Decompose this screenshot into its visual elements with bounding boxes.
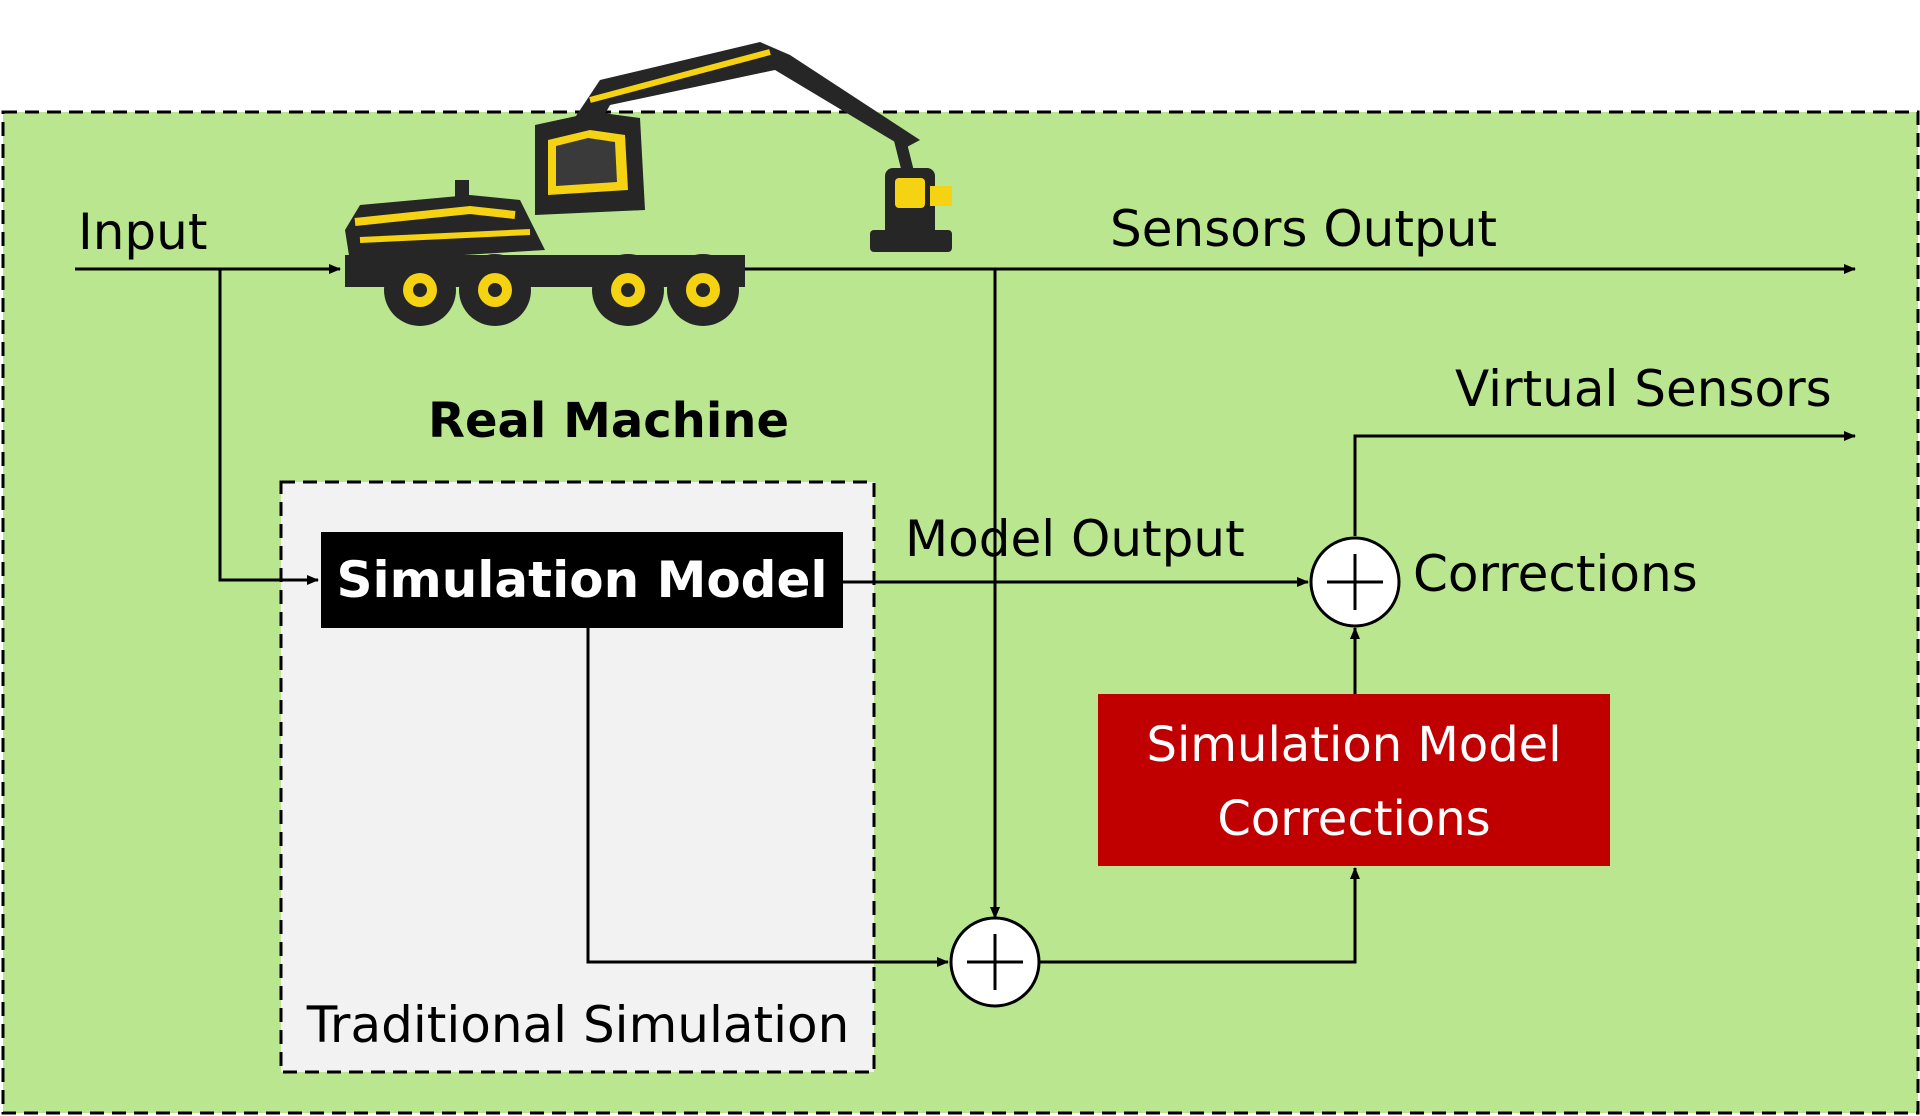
model-output-label: Model Output xyxy=(905,510,1245,568)
simulation-model-block xyxy=(321,532,843,628)
sensors-output-label: Sensors Output xyxy=(1110,200,1497,258)
summing-junction-icon xyxy=(1309,536,1401,628)
traditional-simulation-label: Traditional Simulation xyxy=(306,996,850,1054)
input-to-model-arrow xyxy=(218,269,319,585)
corrections-block xyxy=(1098,694,1610,866)
corrections-label: Corrections xyxy=(1413,545,1698,603)
virtual-sensors-arrow xyxy=(1353,431,1856,536)
real-machine-label: Real Machine xyxy=(428,393,789,449)
summing-junction-icon xyxy=(949,916,1041,1008)
virtual-sensors-label: Virtual Sensors xyxy=(1455,360,1832,418)
connection-lines xyxy=(75,264,1856,967)
junction-to-corrections-arrow xyxy=(1040,867,1360,964)
forestry-harvester-icon xyxy=(345,42,952,326)
corrections-block-label-line1: Simulation Model xyxy=(1146,717,1561,773)
corrections-block-label-line2: Corrections xyxy=(1217,791,1490,847)
model-to-junction-arrow xyxy=(586,628,949,967)
input-label: Input xyxy=(78,203,207,261)
simulation-model-label: Simulation Model xyxy=(336,551,827,609)
